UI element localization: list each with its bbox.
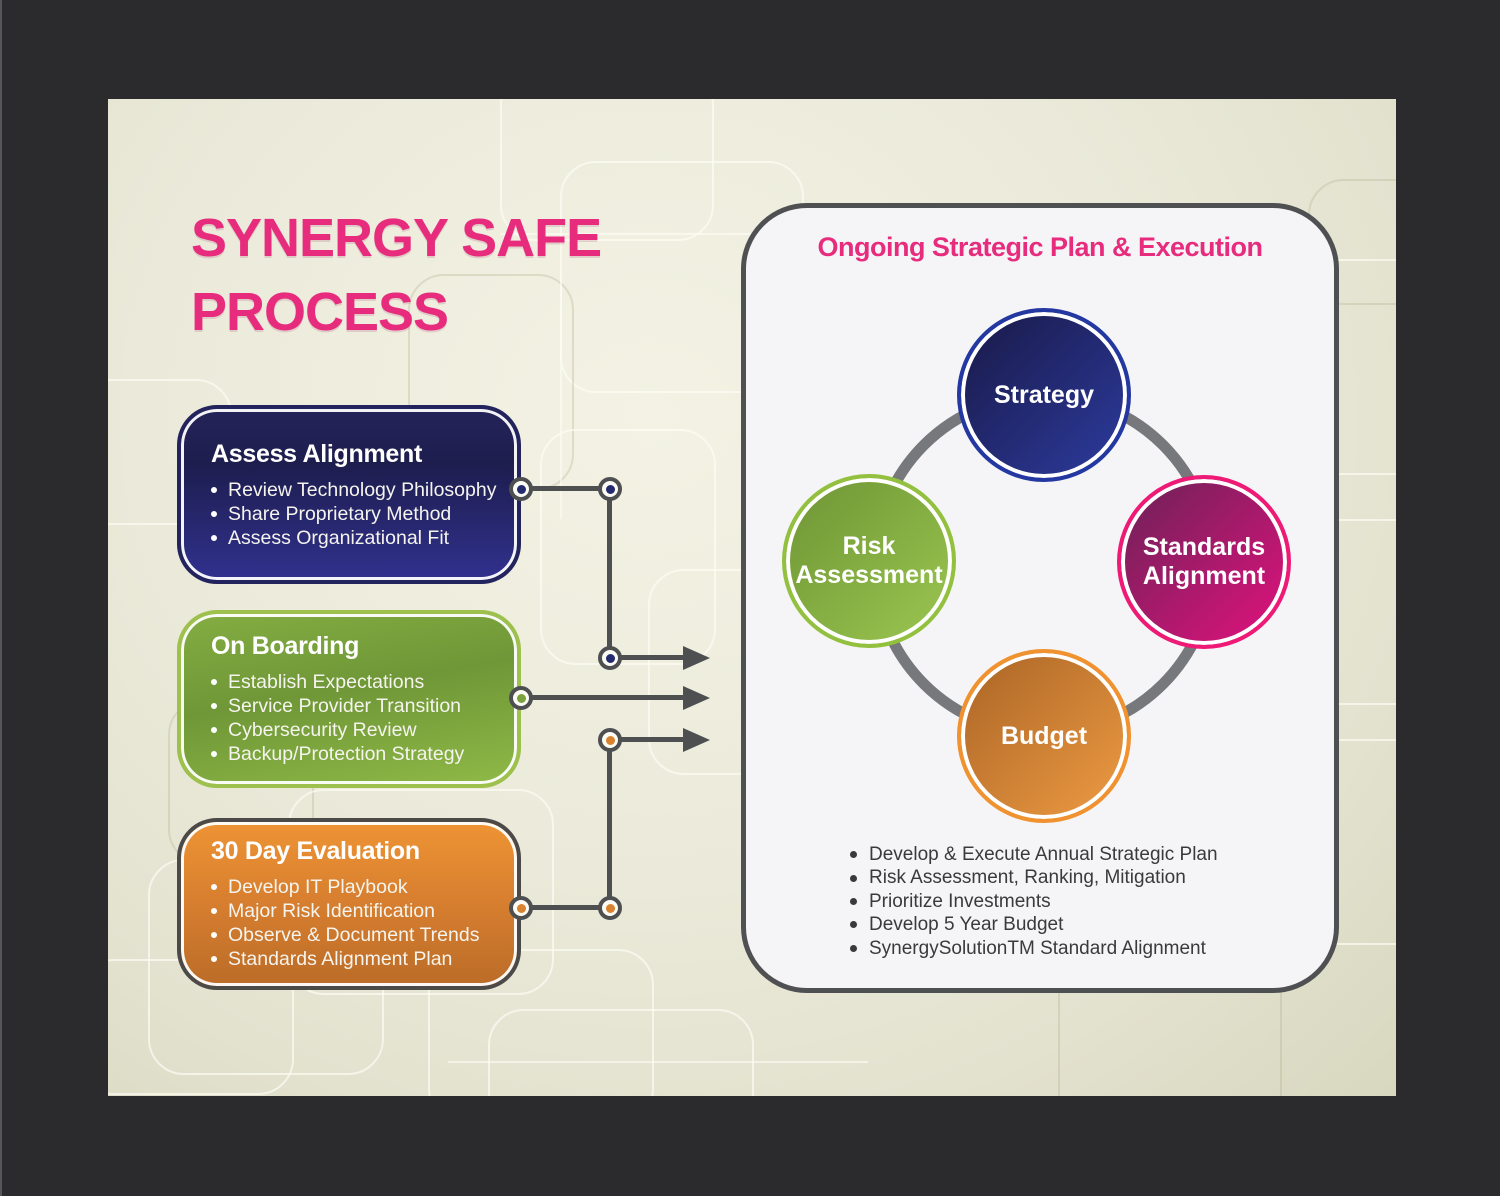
bullet-dot xyxy=(850,921,857,929)
bullet-item: Standards Alignment Plan xyxy=(211,947,499,971)
page-title: SYNERGY SAFE PROCESS xyxy=(191,201,602,349)
process-box-assess-alignment: Assess Alignment Review Technology Philo… xyxy=(177,405,521,584)
bullet-item: Develop IT Playbook xyxy=(211,875,499,899)
bullet-item: Assess Organizational Fit xyxy=(211,526,499,550)
connector-line xyxy=(521,486,610,491)
bullet-item: Observe & Document Trends xyxy=(211,923,499,947)
circle-strategy: Strategy xyxy=(957,308,1131,482)
connector-line xyxy=(607,489,612,658)
bullet-text: SynergySolutionTM Standard Alignment xyxy=(869,937,1206,959)
connector-line xyxy=(610,655,684,660)
bullet-dot xyxy=(211,727,217,733)
bullet-dot xyxy=(850,944,857,952)
strategic-plan-panel: Ongoing Strategic Plan & Execution Strat… xyxy=(741,203,1339,993)
box-title: 30 Day Evaluation xyxy=(211,837,420,865)
circle-risk-assessment: Risk Assessment xyxy=(782,474,956,648)
circle-standards-alignment: Standards Alignment xyxy=(1117,475,1291,649)
bullet-item: Prioritize Investments xyxy=(850,890,1218,913)
connector-node xyxy=(509,896,533,920)
bullet-dot xyxy=(850,898,857,906)
bullet-dot xyxy=(211,486,217,493)
arrow-right-icon xyxy=(683,646,710,670)
circle-label: Risk Assessment xyxy=(795,532,943,589)
bullet-text: Develop 5 Year Budget xyxy=(869,914,1064,936)
bullet-text: Review Technology Philosophy xyxy=(228,478,497,501)
bullet-item: Service Provider Transition xyxy=(211,694,499,718)
bullet-item: Backup/Protection Strategy xyxy=(211,742,499,766)
connector-node xyxy=(598,728,622,752)
connector-node xyxy=(509,686,533,710)
bullet-text: Prioritize Investments xyxy=(869,890,1051,912)
connector-node xyxy=(509,477,533,501)
bullet-item: Major Risk Identification xyxy=(211,899,499,923)
bullet-text: Observe & Document Trends xyxy=(228,924,480,946)
circuit-pattern-shape xyxy=(500,99,714,241)
circle-label: Strategy xyxy=(993,380,1095,409)
arrow-right-icon xyxy=(683,728,710,752)
circuit-pattern-line xyxy=(560,279,562,519)
bullet-text: Establish Expectations xyxy=(228,671,425,693)
circuit-pattern-line xyxy=(448,1061,868,1063)
circuit-pattern-shape xyxy=(488,1009,754,1096)
bullet-dot xyxy=(211,534,217,541)
bullet-text: Share Proprietary Method xyxy=(228,502,452,525)
bullet-dot xyxy=(211,751,217,757)
box-bullet-list: Establish Expectations Service Provider … xyxy=(211,670,499,766)
bullet-dot xyxy=(211,703,217,709)
circuit-pattern-shape xyxy=(540,429,716,665)
bullet-item: Cybersecurity Review xyxy=(211,718,499,742)
title-line-2: PROCESS xyxy=(191,282,449,342)
title-line-1: SYNERGY SAFE xyxy=(191,208,602,268)
bullet-item: Develop & Execute Annual Strategic Plan xyxy=(850,843,1218,866)
bullet-item: Develop 5 Year Budget xyxy=(850,913,1218,936)
circle-label: Budget xyxy=(1000,721,1088,750)
bullet-dot xyxy=(211,908,217,914)
connector-line xyxy=(610,737,684,742)
circle-budget: Budget xyxy=(957,649,1131,823)
bullet-text: Backup/Protection Strategy xyxy=(228,743,465,765)
connector-line xyxy=(521,905,610,910)
bullet-item: SynergySolutionTM Standard Alignment xyxy=(850,937,1218,960)
bullet-dot xyxy=(850,851,857,859)
bullet-text: Cybersecurity Review xyxy=(228,719,417,741)
connector-line xyxy=(521,695,684,700)
bullet-text: Risk Assessment, Ranking, Mitigation xyxy=(869,867,1186,889)
bullet-dot xyxy=(211,956,217,962)
panel-title: Ongoing Strategic Plan & Execution xyxy=(817,232,1263,262)
box-bullet-list: Develop IT Playbook Major Risk Identific… xyxy=(211,875,499,971)
connector-node xyxy=(598,477,622,501)
arrow-right-icon xyxy=(683,686,710,710)
bullet-item: Risk Assessment, Ranking, Mitigation xyxy=(850,866,1218,889)
bullet-dot xyxy=(211,884,217,890)
box-title: On Boarding xyxy=(211,632,360,660)
connector-node xyxy=(598,896,622,920)
process-box-on-boarding: On Boarding Establish Expectations Servi… xyxy=(177,610,521,788)
bullet-dot xyxy=(211,932,217,938)
poster-canvas: SYNERGY SAFE PROCESS Assess Alignment Re… xyxy=(108,99,1396,1096)
process-box-30-day-evaluation: 30 Day Evaluation Develop IT Playbook Ma… xyxy=(177,818,521,990)
bullet-text: Develop & Execute Annual Strategic Plan xyxy=(869,844,1218,865)
circuit-pattern-shape xyxy=(428,949,654,1096)
bullet-text: Service Provider Transition xyxy=(228,695,462,717)
box-bullet-list: Review Technology Philosophy Share Propr… xyxy=(211,478,499,550)
bullet-item: Share Proprietary Method xyxy=(211,502,499,526)
bullet-text: Major Risk Identification xyxy=(228,900,435,922)
bullet-dot xyxy=(211,510,217,517)
circle-label: Standards Alignment xyxy=(1142,533,1266,590)
bullet-item: Establish Expectations xyxy=(211,670,499,694)
circuit-pattern-line xyxy=(500,233,800,235)
panel-bullet-list: Develop & Execute Annual Strategic Plan … xyxy=(850,843,1218,960)
connector-line xyxy=(607,740,612,908)
connector-node xyxy=(598,646,622,670)
box-title: Assess Alignment xyxy=(211,439,423,468)
bullet-dot xyxy=(211,679,217,685)
bullet-item: Review Technology Philosophy xyxy=(211,478,499,502)
bullet-text: Assess Organizational Fit xyxy=(228,526,450,549)
bullet-text: Standards Alignment Plan xyxy=(228,948,453,970)
bullet-text: Develop IT Playbook xyxy=(228,876,408,898)
bullet-dot xyxy=(850,874,857,882)
